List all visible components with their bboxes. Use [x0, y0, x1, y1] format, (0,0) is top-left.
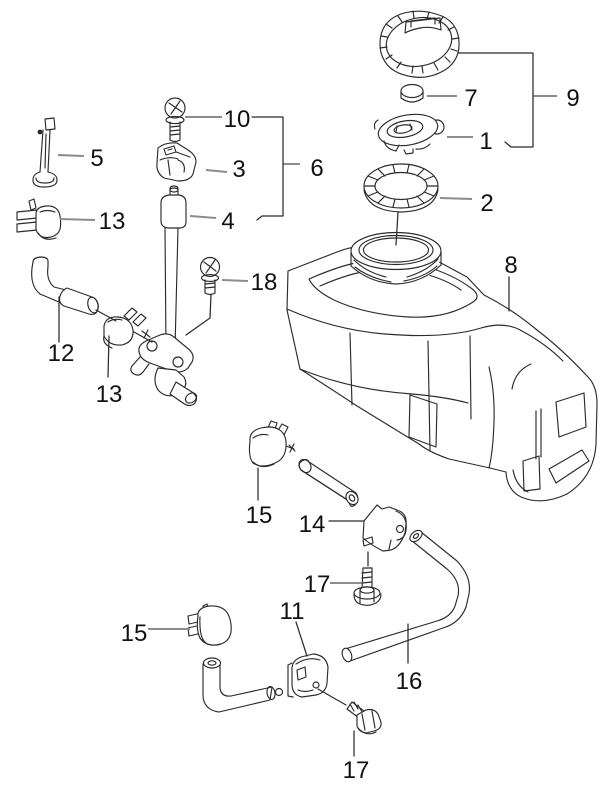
callout-16: 16 — [396, 668, 423, 695]
callout-5: 5 — [90, 145, 103, 172]
clamp-15a — [248, 420, 296, 468]
elbow-tube — [202, 657, 284, 713]
hose-16 — [341, 529, 471, 663]
clamp-13b — [103, 307, 151, 349]
leader-lines-black — [58, 52, 534, 757]
rod-5 — [32, 117, 58, 188]
callout-18: 18 — [251, 269, 278, 296]
tank-endcap-joint — [488, 366, 495, 469]
callout-7: 7 — [464, 85, 477, 112]
tank-endcap-window-lower — [548, 449, 590, 484]
hose-12 — [31, 256, 99, 315]
tank-endcap-window-upper — [555, 392, 587, 438]
callout-10: 10 — [224, 106, 251, 133]
bracket-14 — [362, 504, 407, 552]
callout-14: 14 — [299, 511, 326, 538]
gasket-ring — [363, 163, 439, 213]
callout-12: 12 — [48, 340, 75, 367]
tank-lower-step — [299, 368, 469, 404]
callout-8: 8 — [504, 252, 517, 279]
fuel-cap — [379, 10, 460, 78]
callout-3: 3 — [232, 156, 245, 183]
callout-1: 1 — [479, 128, 492, 155]
screw-10 — [164, 97, 186, 143]
valve-knob — [156, 142, 197, 182]
callout-13b: 13 — [96, 381, 123, 408]
leader-lines-gray — [57, 94, 557, 631]
standpipe — [160, 185, 187, 350]
cap-insert — [400, 83, 424, 103]
cap-ribs — [379, 10, 460, 74]
clamp-11 — [287, 653, 329, 698]
callout-15b: 15 — [121, 620, 148, 647]
bolt-17b — [346, 701, 382, 735]
callout-15a: 15 — [246, 502, 273, 529]
gasket-teeth — [363, 164, 439, 208]
tank-filler-neck — [350, 231, 442, 285]
bracket-6 — [251, 116, 284, 221]
callout-2: 2 — [480, 190, 493, 217]
callout-labels: 10 5 3 6 13 4 7 9 1 2 18 8 12 13 15 14 1… — [48, 85, 580, 784]
screw-18 — [199, 256, 221, 296]
bracket-9 — [457, 52, 534, 148]
inner-cap — [373, 113, 445, 155]
callout-4: 4 — [221, 208, 234, 235]
fuel-valve-assembly — [130, 333, 198, 407]
callout-13a: 13 — [99, 208, 126, 235]
callout-17a: 17 — [304, 571, 331, 598]
tube-14 — [298, 458, 359, 507]
tank-front-panel — [408, 394, 438, 448]
clamp-15b — [187, 603, 232, 646]
callout-6: 6 — [310, 155, 323, 182]
clamp-13a — [16, 198, 62, 240]
tank-crease — [286, 308, 564, 362]
fuel-tank — [286, 231, 598, 502]
cap-handle — [404, 17, 442, 34]
callout-9: 9 — [566, 85, 579, 112]
callout-17b: 17 — [343, 757, 370, 784]
tank-endcap-slot — [522, 455, 541, 492]
bolt-17a — [353, 567, 382, 606]
neck-threads — [353, 258, 439, 283]
callout-11: 11 — [280, 598, 305, 625]
